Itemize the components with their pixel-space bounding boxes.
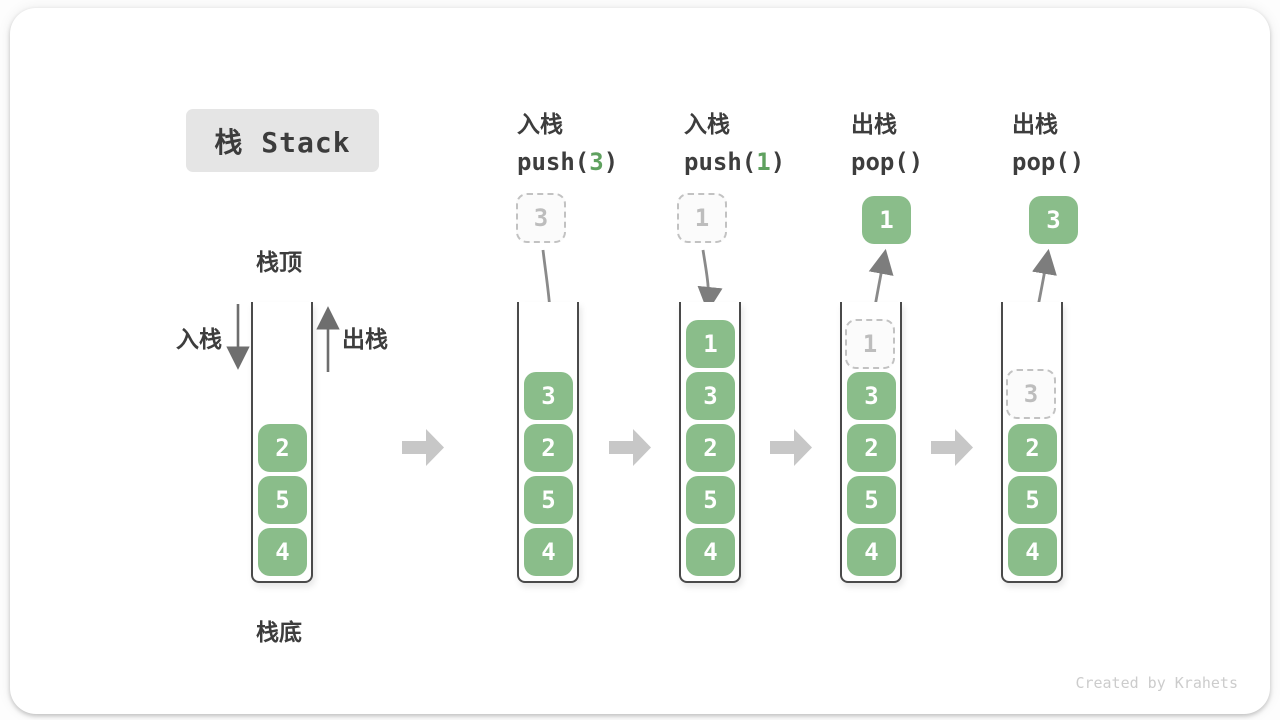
stack-cell: 1 (686, 320, 735, 368)
stack-cell: 2 (847, 424, 896, 472)
stack-cell: 5 (847, 476, 896, 524)
op-code: push(3) (517, 148, 619, 176)
op-code: pop() (1012, 148, 1085, 176)
popped-value-box: 1 (862, 196, 911, 244)
stack-cell: 4 (686, 528, 735, 576)
stack-cell: 3 (686, 372, 735, 420)
op-title: 出栈 (1012, 111, 1058, 137)
stack-top-label: 栈顶 (256, 249, 302, 275)
stack-cell: 3 (524, 372, 573, 420)
stack-cell: 3 (847, 372, 896, 420)
op-header-pop1: 出栈 pop() (851, 105, 923, 176)
incoming-value-box: 3 (516, 193, 566, 243)
stack-cell: 5 (1008, 476, 1057, 524)
pop-side-label: 出栈 (342, 326, 388, 352)
op-header-push3: 入栈 push(3) (517, 105, 618, 176)
op-title: 出栈 (851, 111, 897, 137)
op-title: 入栈 (517, 111, 563, 137)
stack-cell: 2 (524, 424, 573, 472)
op-code: pop() (851, 148, 924, 176)
incoming-value-box: 1 (677, 193, 727, 243)
op-code: push(1) (684, 148, 786, 176)
op-title: 入栈 (684, 111, 730, 137)
transition-arrow-icon (609, 429, 651, 466)
watermark: Created by Krahets (1075, 674, 1238, 692)
stack-cell: 4 (258, 528, 307, 576)
ghost-cell: 3 (1006, 369, 1056, 419)
popped-value-box: 3 (1029, 196, 1078, 244)
stack-cell: 4 (847, 528, 896, 576)
ghost-cell: 1 (845, 319, 895, 369)
stack-cell: 5 (524, 476, 573, 524)
stack-bottom-label: 栈底 (256, 619, 302, 645)
op-header-push1: 入栈 push(1) (684, 105, 785, 176)
transition-arrow-icon (931, 429, 973, 466)
transition-arrow-icon (770, 429, 812, 466)
stack-cell: 2 (1008, 424, 1057, 472)
stack-cell: 5 (258, 476, 307, 524)
stack-cell: 4 (1008, 528, 1057, 576)
push-side-label: 入栈 (176, 326, 222, 352)
push1-arrow (697, 249, 723, 313)
title-badge: 栈 Stack (186, 109, 379, 172)
stack-cell: 5 (686, 476, 735, 524)
stack-cell: 4 (524, 528, 573, 576)
op-header-pop2: 出栈 pop() (1012, 105, 1084, 176)
stack-cell: 2 (686, 424, 735, 472)
transition-arrow-icon (402, 429, 444, 466)
stack-cell: 2 (258, 424, 307, 472)
